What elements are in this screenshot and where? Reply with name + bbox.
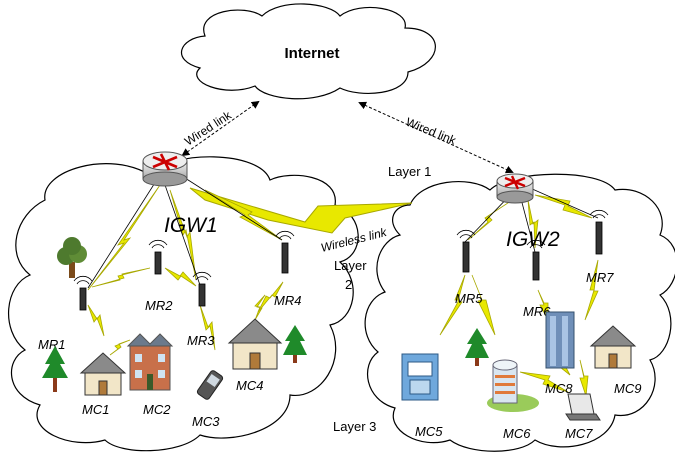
- house-icon: [79, 352, 127, 396]
- mc5-label: MC5: [415, 424, 443, 439]
- building-icon: [401, 353, 439, 401]
- mc7-label: MC7: [565, 426, 593, 441]
- pine-tree-icon: [465, 328, 489, 366]
- mr7-antenna-icon: [589, 209, 609, 255]
- mr5-antenna-icon: [456, 229, 476, 273]
- left-mesh-cloud: [7, 156, 359, 452]
- tree-icon: [57, 237, 87, 278]
- mesh-router-antennas: [73, 209, 609, 311]
- layer1-label: Layer 1: [388, 164, 431, 179]
- wired-link-right-line: [358, 101, 514, 174]
- mr1-antenna-icon: [73, 275, 93, 311]
- igw2-router-icon: [496, 173, 534, 204]
- mc4-label: MC4: [236, 378, 263, 393]
- mr7-label: MR7: [586, 270, 614, 285]
- internet-cloud: [180, 3, 436, 100]
- layer2-label-line2: 2: [345, 277, 352, 292]
- wired-link-left-line: [181, 100, 260, 157]
- mc1-label: MC1: [82, 402, 109, 417]
- mr1-label: MR1: [38, 337, 65, 352]
- house-icon: [589, 325, 637, 369]
- internet-label: Internet: [284, 45, 339, 62]
- wireless-link-bolt: [189, 187, 413, 234]
- pine-tree-icon: [283, 325, 307, 363]
- mc6-label: MC6: [503, 426, 531, 441]
- mr4-antenna-icon: [275, 230, 295, 274]
- mr3-antenna-icon: [192, 271, 212, 307]
- pine-tree-icon: [42, 346, 68, 392]
- mc2-label: MC2: [143, 402, 171, 417]
- mc9-label: MC9: [614, 381, 641, 396]
- igw2-label: IGW2: [506, 228, 560, 251]
- office-tower-icon: [487, 359, 539, 412]
- mc3-label: MC3: [192, 414, 220, 429]
- skyscraper-icon: [545, 311, 575, 369]
- wired-link-right-label: Wired link: [404, 115, 459, 148]
- layer3-label: Layer 3: [333, 419, 376, 434]
- igw1-router-icon: [142, 151, 188, 187]
- mr6-label: MR6: [523, 304, 551, 319]
- mr5-label: MR5: [455, 291, 483, 306]
- mr4-label: MR4: [274, 293, 301, 308]
- laptop-icon: [565, 393, 601, 421]
- mc8-label: MC8: [545, 381, 573, 396]
- mr2-label: MR2: [145, 298, 173, 313]
- phone-icon: [196, 370, 224, 400]
- mr2-antenna-icon: [148, 239, 168, 275]
- wired-link-left-label: Wired link: [182, 108, 235, 149]
- mr3-label: MR3: [187, 333, 215, 348]
- igw1-label: IGW1: [164, 214, 218, 237]
- townhouse-icon: [126, 333, 174, 391]
- house-icon: [227, 318, 283, 370]
- mr6-antenna-icon: [526, 239, 546, 281]
- layer2-label-line1: Layer: [334, 258, 367, 273]
